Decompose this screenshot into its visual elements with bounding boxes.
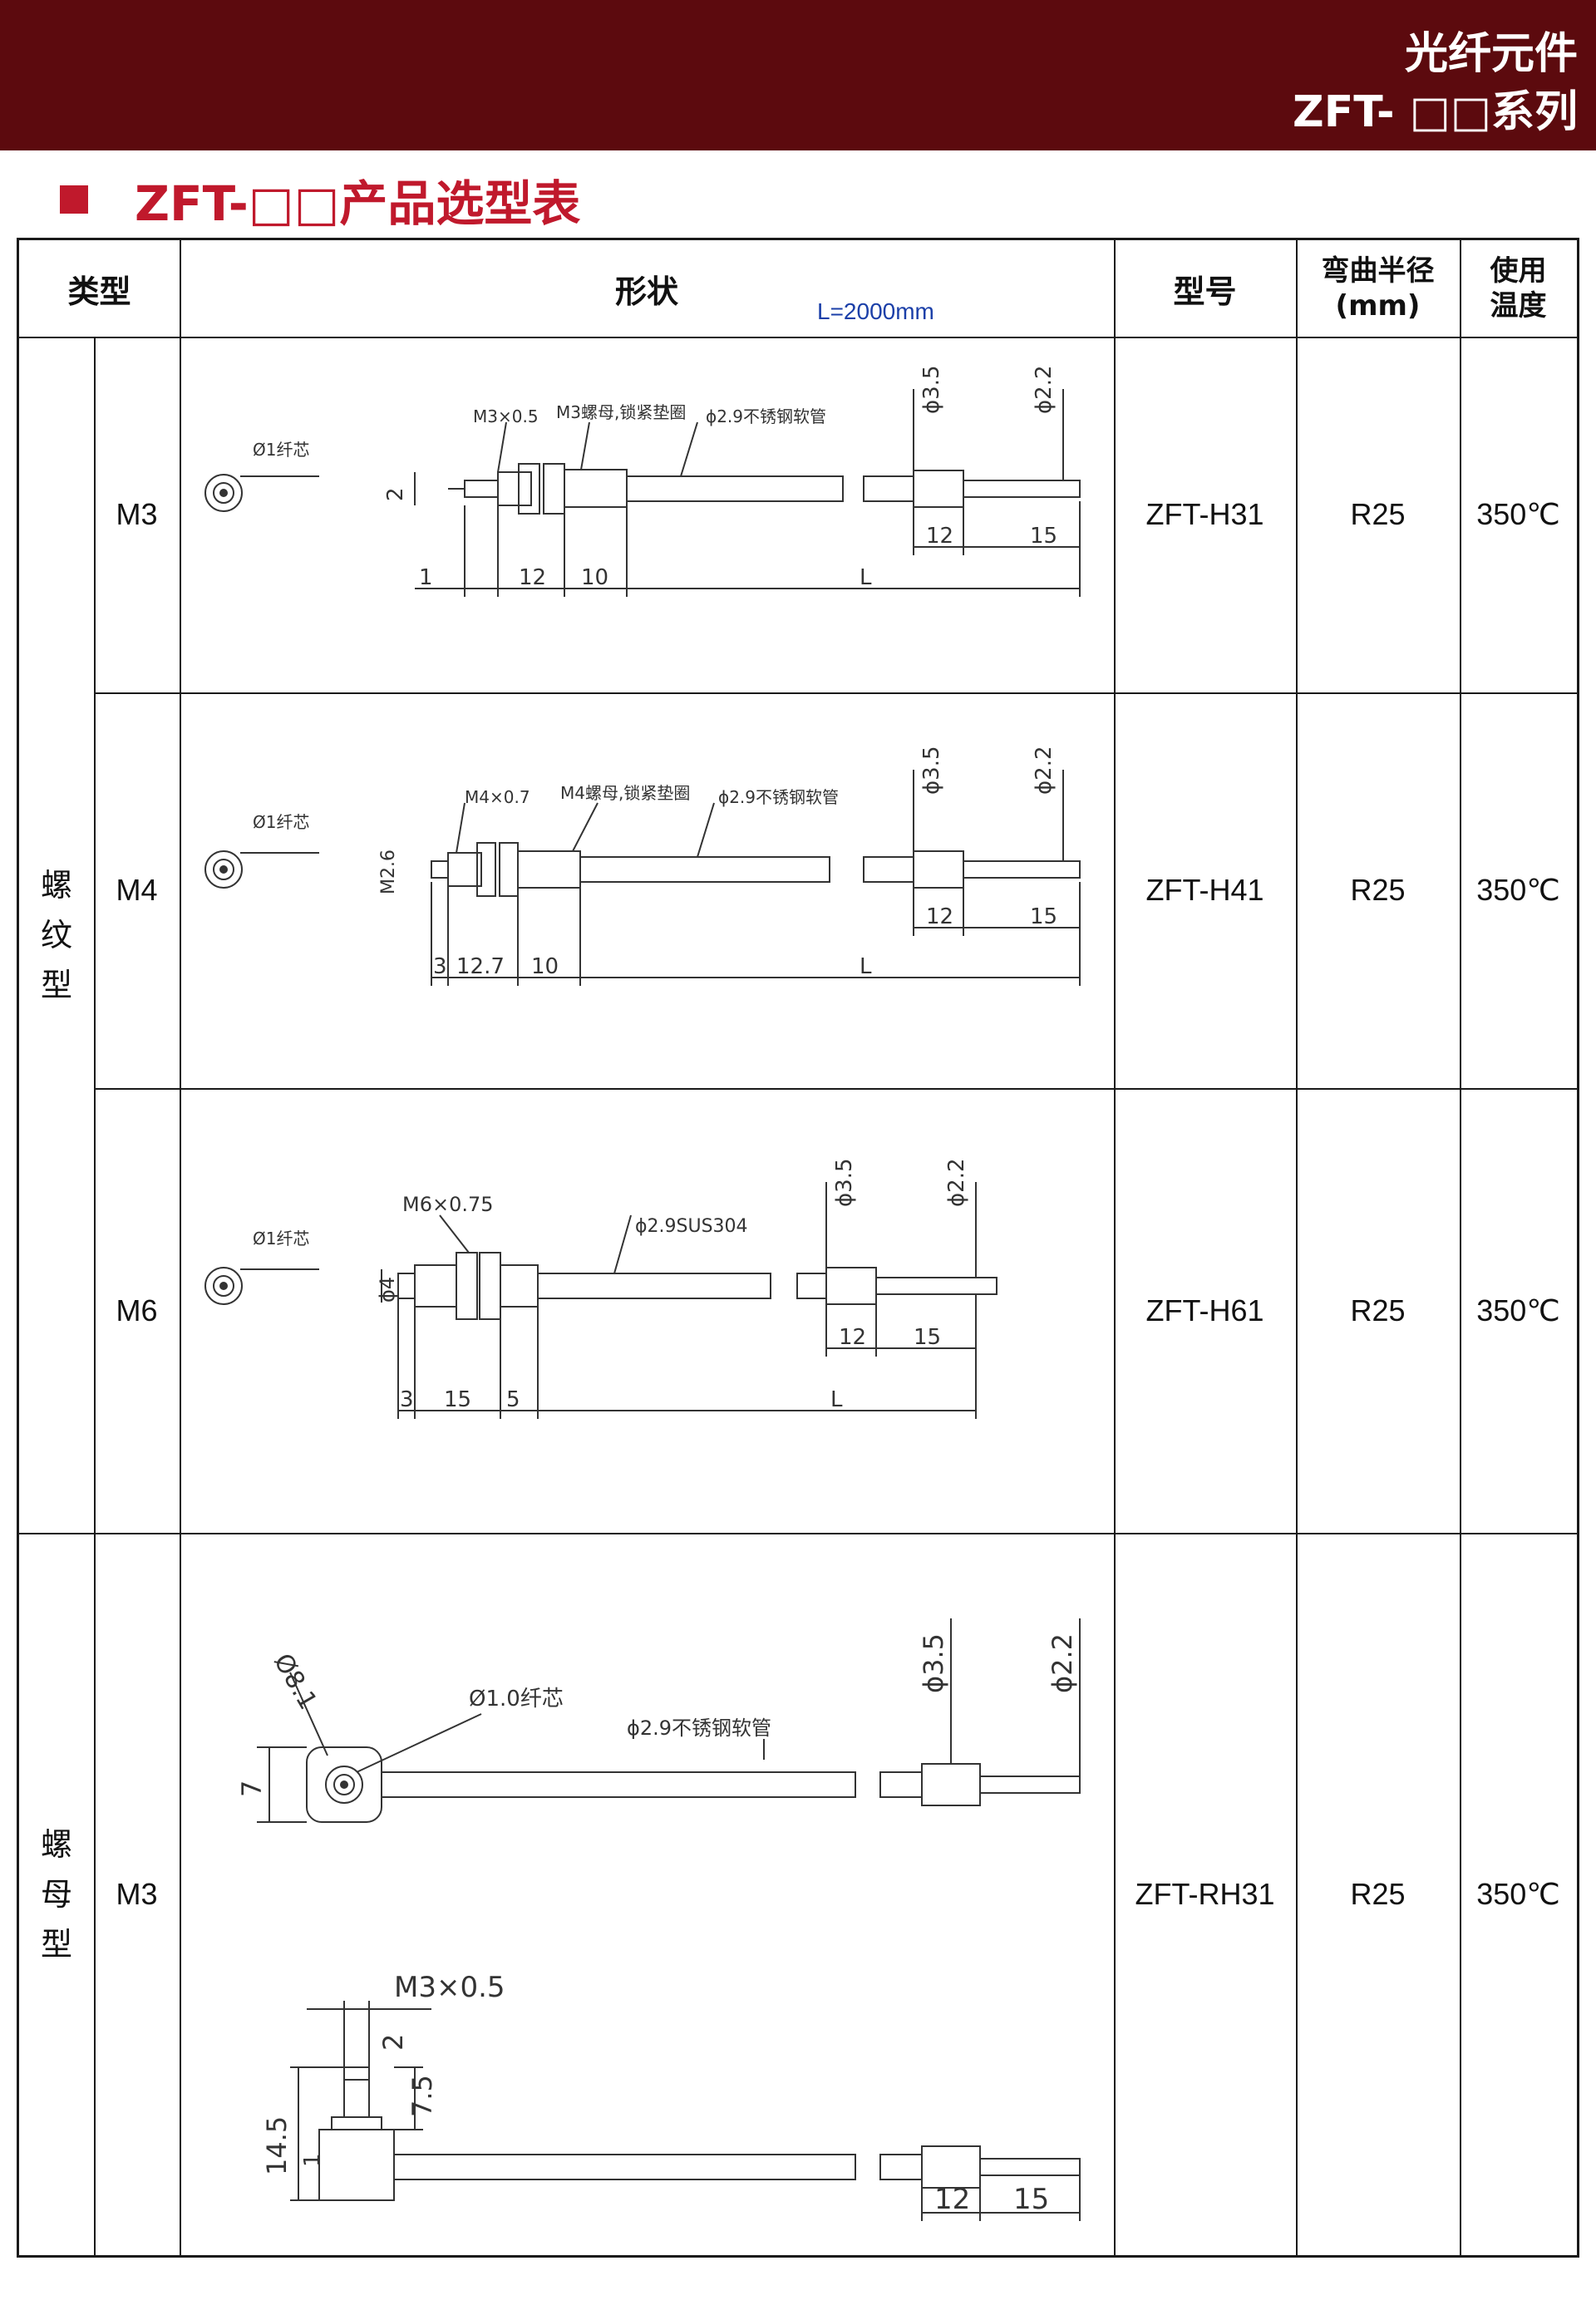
group-nut-label: 螺 母 型 [40, 1825, 72, 1963]
header-shape: 形状 [614, 273, 678, 310]
dim-label: 7.5 [406, 2075, 438, 2117]
group-nut: 螺 母 型 [19, 1533, 94, 2255]
dim-label: 15 [444, 1387, 471, 1412]
drawing-m3: Ø1纤芯 M3×0.5 M3螺母,锁紧垫圈 ϕ2.9不锈钢软管 ϕ3.5 ϕ2.… [204, 366, 1081, 597]
tube-label: ϕ2.9不锈钢软管 [627, 1716, 771, 1740]
radius-cell: R25 [1350, 873, 1406, 907]
diameter-label: ϕ2.2 [1047, 1633, 1078, 1693]
diameter-label: ϕ3.5 [832, 1159, 857, 1208]
dim-label: 12 [926, 524, 953, 549]
height-label: 7 [236, 1780, 268, 1797]
length-note: L=2000mm [817, 298, 934, 324]
thread-label: M4×0.7 [465, 787, 530, 807]
dim-label: 10 [531, 954, 559, 979]
fiber-label: Ø1纤芯 [253, 1229, 309, 1249]
dim-label: 3 [433, 954, 447, 979]
col-divider [180, 240, 181, 2255]
header-series: ZFT- □□系列 [1292, 87, 1578, 137]
dim-label: 12 [519, 565, 546, 590]
height-label: ϕ4 [376, 1277, 399, 1303]
tube-label: ϕ2.9不锈钢软管 [706, 406, 826, 426]
diameter-label: ϕ3.5 [918, 1633, 949, 1693]
dim-label: 3 [400, 1387, 414, 1412]
diameter-label: ϕ2.2 [944, 1159, 969, 1208]
bullet-square-icon [60, 185, 88, 214]
tube-label: ϕ2.9不锈钢软管 [718, 787, 839, 807]
dim-label: 12 [926, 904, 953, 929]
diameter-label: ϕ2.2 [1032, 746, 1057, 795]
dim-label: 1 [300, 2153, 325, 2167]
header-title: 光纤元件 [1404, 29, 1578, 79]
group-thread-label: 螺 纹 型 [40, 866, 72, 1003]
selection-table: 类型 形状 L=2000mm 型号 弯曲半径 (mm) 使用 温度 螺 纹 型 … [17, 238, 1579, 2258]
tube-label: ϕ2.9SUS304 [635, 1216, 748, 1237]
nut-label: M4螺母,锁紧垫圈 [560, 783, 690, 803]
model-cell: ZFT-RH31 [1135, 1876, 1275, 1911]
nut-label: M3螺母,锁紧垫圈 [556, 402, 686, 422]
header-temperature: 使用 温度 [1490, 254, 1547, 323]
col-divider [1114, 240, 1116, 2255]
temp-cell: 350℃ [1476, 1293, 1560, 1327]
row-divider [94, 692, 1577, 694]
drawing-m4: Ø1纤芯 M4×0.7 M4螺母,锁紧垫圈 ϕ2.9不锈钢软管 ϕ3.5 ϕ2.… [204, 746, 1081, 986]
dim-label: L [860, 954, 872, 979]
dim-label: 15 [1030, 524, 1057, 549]
drawing-m6: Ø1纤芯 M6×0.75 ϕ2.9SUS304 ϕ3.5 ϕ2.2 ϕ4 3 1… [204, 1159, 998, 1419]
row-divider [94, 1088, 1577, 1090]
thread-label: M3×0.5 [473, 406, 539, 426]
temp-cell: 350℃ [1476, 1876, 1560, 1911]
size-cell: M3 [116, 497, 158, 531]
thread-label: M6×0.75 [402, 1193, 494, 1216]
dim-label: 12 [934, 2183, 970, 2216]
fiber-label: Ø1纤芯 [253, 440, 309, 460]
header-bend-radius: 弯曲半径 (mm) [1321, 254, 1435, 323]
header-model: 型号 [1173, 273, 1237, 310]
dim-label: 15 [914, 1325, 941, 1350]
radius-cell: R25 [1350, 497, 1406, 531]
size-cell: M6 [116, 1293, 158, 1327]
size-cell: M4 [116, 873, 158, 907]
head-label: Ø8.1 [268, 1649, 323, 1715]
header-band: 光纤元件 ZFT- □□系列 [0, 0, 1596, 150]
drawing-m3-nut: Ø1.0纤芯 Ø8.1 ϕ2.9不锈钢软管 ϕ3.5 ϕ2.2 7 M3×0.5… [236, 1618, 1081, 2221]
row-divider [19, 1533, 1577, 1534]
dim-label: 2 [377, 2034, 409, 2051]
dim-label: 1 [419, 565, 433, 590]
radius-cell: R25 [1350, 1293, 1406, 1327]
dim-label: L [860, 565, 872, 590]
header-type: 类型 [67, 273, 131, 310]
dim-label: 15 [1013, 2183, 1049, 2216]
temp-cell: 350℃ [1476, 873, 1560, 907]
dim-label: 5 [506, 1387, 520, 1412]
fiber-label: Ø1纤芯 [253, 812, 309, 832]
dim-label: 15 [1030, 904, 1057, 929]
col-divider [1296, 240, 1298, 2255]
diameter-label: ϕ3.5 [919, 746, 944, 795]
fiber-label: Ø1.0纤芯 [469, 1687, 564, 1712]
dim-label: 12 [839, 1325, 866, 1350]
diameter-label: ϕ3.5 [919, 366, 944, 415]
temp-cell: 350℃ [1476, 497, 1560, 531]
section-title-text: ZFT-□□产品选型表 [135, 175, 581, 232]
height-label: M2.6 [378, 850, 399, 894]
diameter-label: ϕ2.2 [1032, 366, 1057, 415]
dim-label: 12.7 [456, 954, 505, 979]
dim-label: L [830, 1387, 843, 1412]
dim-label: 10 [581, 565, 608, 590]
row-divider [19, 337, 1577, 338]
col-divider [1460, 240, 1461, 2255]
thread-label: M3×0.5 [394, 1971, 505, 2004]
group-thread: 螺 纹 型 [19, 337, 94, 1533]
radius-cell: R25 [1350, 1876, 1406, 1911]
section-title: ZFT-□□产品选型表 [60, 166, 580, 233]
height-label: 2 [383, 487, 408, 501]
model-cell: ZFT-H31 [1145, 497, 1264, 531]
model-cell: ZFT-H41 [1145, 873, 1264, 907]
col-divider [94, 337, 96, 2255]
dim-label: 14.5 [261, 2116, 293, 2175]
model-cell: ZFT-H61 [1145, 1293, 1264, 1327]
size-cell: M3 [116, 1876, 158, 1911]
